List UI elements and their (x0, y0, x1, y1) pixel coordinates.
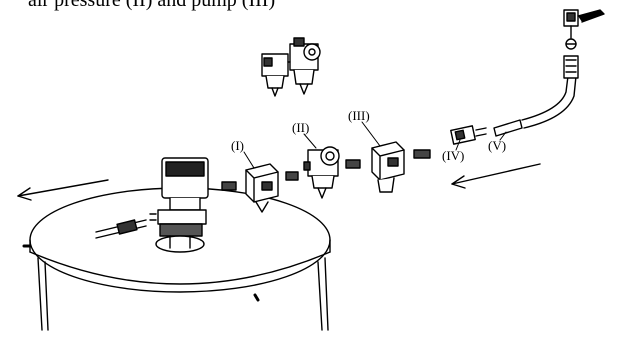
flow-arrow-left (17, 179, 109, 201)
component-II (303, 146, 340, 199)
component-V (493, 119, 523, 137)
shutoff-valve (563, 9, 605, 50)
flow-arrow-right (451, 163, 541, 189)
pump (149, 157, 209, 253)
caption-text: air pressure (II) and pump (III) (0, 0, 619, 24)
label-leaders (243, 121, 507, 169)
fittings (221, 149, 431, 191)
component-III (371, 141, 405, 193)
component-IV (450, 125, 487, 145)
air-hose (521, 55, 579, 129)
component-I (245, 163, 279, 213)
label-II: (II) (292, 120, 309, 135)
inset-regulator (261, 37, 321, 97)
caption-label: air pressure (II) and pump (III) (28, 0, 276, 11)
label-I: (I) (231, 138, 244, 153)
suction-tube (95, 219, 147, 239)
label-IV: (IV) (442, 148, 464, 163)
label-III: (III) (348, 108, 370, 123)
label-V: (V) (488, 138, 506, 153)
